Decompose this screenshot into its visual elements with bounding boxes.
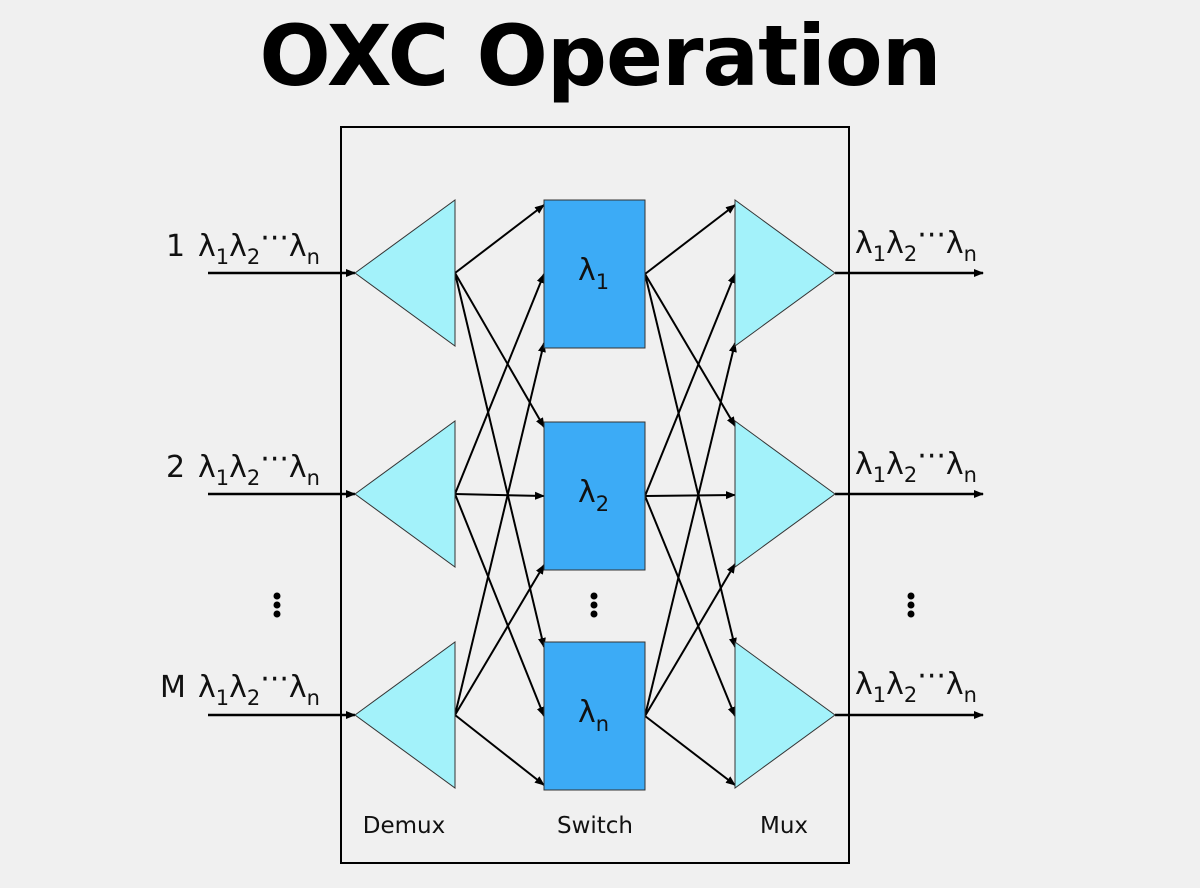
- input-label-m: M λ1λ2···λn: [160, 662, 320, 710]
- input-wavelengths: λ1λ2···λn: [198, 442, 320, 490]
- demux-to-switch-link: [454, 204, 545, 274]
- input-wavelengths: λ1λ2···λn: [198, 662, 320, 710]
- diagram-title: OXC Operation: [259, 7, 941, 105]
- input-label-2: 2 λ1λ2···λn: [166, 442, 320, 490]
- switch-to-mux-link: [644, 204, 736, 275]
- demux-to-switch-link: [454, 272, 546, 648]
- switch-ellipsis: [590, 592, 598, 618]
- output-label-2: λ1λ2···λn: [855, 439, 977, 487]
- wavelength-switch-1: [543, 199, 646, 349]
- demux-to-switch-link: [454, 493, 545, 717]
- demux-label: Demux: [363, 813, 445, 839]
- demux-to-switch-link: [454, 273, 545, 495]
- demux-triangle-1: [354, 199, 456, 347]
- switch-to-mux-link: [644, 715, 736, 786]
- mux-triangle-2: [734, 420, 836, 568]
- input-number: 1: [166, 229, 185, 264]
- interconnect-links: [208, 204, 984, 786]
- switch-wavelength-label: λ1: [578, 253, 609, 294]
- output-wavelengths: λ1λ2···λn: [855, 439, 977, 487]
- wavelength-switch-3: [543, 641, 646, 791]
- switch-to-mux-link: [644, 273, 737, 648]
- demux-to-switch-link: [454, 491, 545, 500]
- input-number: 2: [166, 450, 185, 485]
- demux-to-switch-link: [454, 342, 546, 716]
- switch-to-mux-link: [644, 495, 736, 717]
- mux-triangle-1: [734, 199, 836, 347]
- input-ellipsis: [273, 592, 281, 618]
- switch-to-mux-link: [644, 273, 736, 497]
- output-label-1: λ1λ2···λn: [855, 218, 977, 266]
- switch-to-mux-link: [644, 491, 736, 500]
- input-label-1: 1 λ1λ2···λn: [166, 221, 320, 269]
- switch-label: Switch: [557, 813, 633, 839]
- demux-to-switch-link: [454, 714, 545, 786]
- output-wavelengths: λ1λ2···λn: [855, 659, 977, 707]
- switch-to-mux-link: [644, 563, 736, 717]
- demux-to-switch-link: [454, 564, 545, 716]
- switch-wavelength-label: λ2: [578, 475, 609, 516]
- wavelength-switch-2: [543, 421, 646, 571]
- demux-to-switch-link: [454, 272, 545, 428]
- switch-to-mux-link: [644, 273, 736, 427]
- mux-label: Mux: [760, 813, 808, 839]
- switch-wavelength-label: λn: [578, 695, 609, 736]
- switch-to-mux-link: [644, 342, 737, 717]
- components: λ1 λ2 λn: [354, 199, 836, 791]
- demux-triangle-2: [354, 420, 456, 568]
- output-label-3: λ1λ2···λn: [855, 659, 977, 707]
- mux-triangle-3: [734, 641, 836, 789]
- output-ellipsis: [907, 592, 915, 618]
- demux-triangle-3: [354, 641, 456, 789]
- input-number: M: [160, 670, 186, 705]
- output-wavelengths: λ1λ2···λn: [855, 218, 977, 266]
- input-wavelengths: λ1λ2···λn: [198, 221, 320, 269]
